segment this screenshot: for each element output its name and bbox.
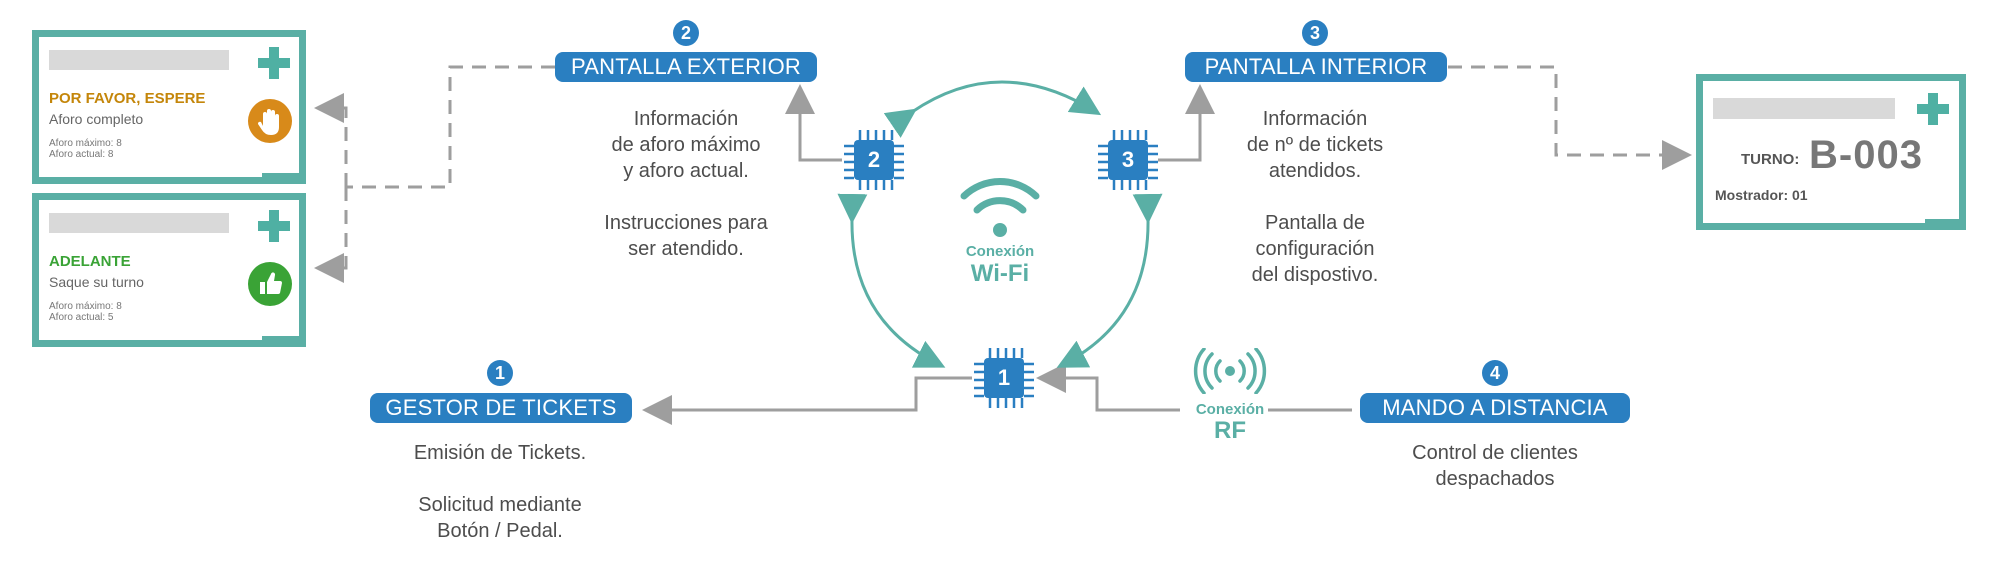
line-chip2-to-exterior (785, 84, 842, 162)
screen-turn: TURNO: B-003 Mostrador: 01 (1696, 74, 1966, 230)
curve-chip2-chip1 (837, 193, 946, 368)
chip-2: 2 (842, 128, 906, 192)
wifi-label-line1: Conexión (965, 243, 1035, 260)
screen-footer-bar (262, 336, 300, 341)
desc-mando-distancia: Control de clientes despachados (1412, 442, 1578, 490)
desc-pantalla-exterior: Información de aforo máximo y aforo actu… (604, 108, 768, 260)
rf-signal-icon (1192, 347, 1268, 395)
screen-footer-bar (262, 173, 300, 178)
chip-3: 3 (1096, 128, 1160, 192)
desc-pantalla-interior: Información de nº de tickets atendidos. … (1246, 108, 1384, 286)
curve-chip2-chip3 (883, 80, 1102, 138)
plus-icon (258, 47, 290, 79)
counter-text: Mostrador: 01 (1715, 187, 1808, 203)
current-capacity-text: Aforo actual: 8 (49, 149, 114, 160)
status-text: ADELANTE (49, 253, 131, 270)
curve-chip3-chip1 (1056, 193, 1163, 368)
message-text: Saque su turno (49, 274, 144, 290)
chip-2-label: 2 (867, 147, 881, 172)
step-number-1: 1 (487, 360, 513, 386)
wifi-label-line2: Wi-Fi (970, 260, 1030, 287)
desc-gestor-tickets: Emisión de Tickets. Solicitud mediante B… (413, 442, 587, 542)
plus-icon (258, 210, 290, 242)
dashed-interior-to-turn-screen (1448, 65, 1692, 170)
stop-hand-icon (248, 99, 292, 143)
chip-3-label: 3 (1121, 147, 1135, 172)
wifi-icon (960, 168, 1040, 242)
screen-header-bar (49, 213, 229, 233)
step-number-3: 3 (1302, 20, 1328, 46)
screen-footer-bar (1925, 219, 1961, 224)
step-number-4: 4 (1482, 360, 1508, 386)
plus-icon (1917, 93, 1949, 125)
max-capacity-text: Aforo máximo: 8 (49, 138, 122, 149)
screen-go: ADELANTE Saque su turno Aforo máximo: 8 … (32, 193, 306, 347)
line-rf-to-chip1 (1036, 363, 1180, 412)
step-number-2: 2 (673, 20, 699, 46)
thumbs-up-icon (248, 262, 292, 306)
screen-header-bar (49, 50, 229, 70)
dashed-exterior-to-screens (346, 65, 555, 189)
max-capacity-text: Aforo máximo: 8 (49, 301, 122, 312)
screen-wait: POR FAVOR, ESPERE Aforo completo Aforo m… (32, 30, 306, 184)
line-chip3-to-interior (1158, 84, 1215, 162)
turn-label: TURNO: (1741, 151, 1800, 168)
pill-gestor-tickets: GESTOR DE TICKETS (370, 393, 632, 423)
chip-1-label: 1 (997, 365, 1011, 390)
line-chip1-to-gestor (642, 376, 972, 425)
message-text: Aforo completo (49, 111, 144, 127)
dashed-to-go-screen (314, 187, 348, 283)
turn-value: B-003 (1809, 133, 1923, 177)
screen-header-bar (1713, 98, 1895, 119)
dashed-to-wait-screen (314, 93, 348, 187)
pill-pantalla-exterior: PANTALLA EXTERIOR (555, 52, 817, 82)
status-text: POR FAVOR, ESPERE (49, 90, 206, 107)
pill-pantalla-interior: PANTALLA INTERIOR (1185, 52, 1447, 82)
chip-1: 1 (972, 346, 1036, 410)
current-capacity-text: Aforo actual: 5 (49, 312, 114, 323)
rf-label-line2: RF (1214, 417, 1246, 444)
pill-mando-distancia: MANDO A DISTANCIA (1360, 393, 1630, 423)
rf-label-line1: Conexión (1195, 401, 1265, 418)
